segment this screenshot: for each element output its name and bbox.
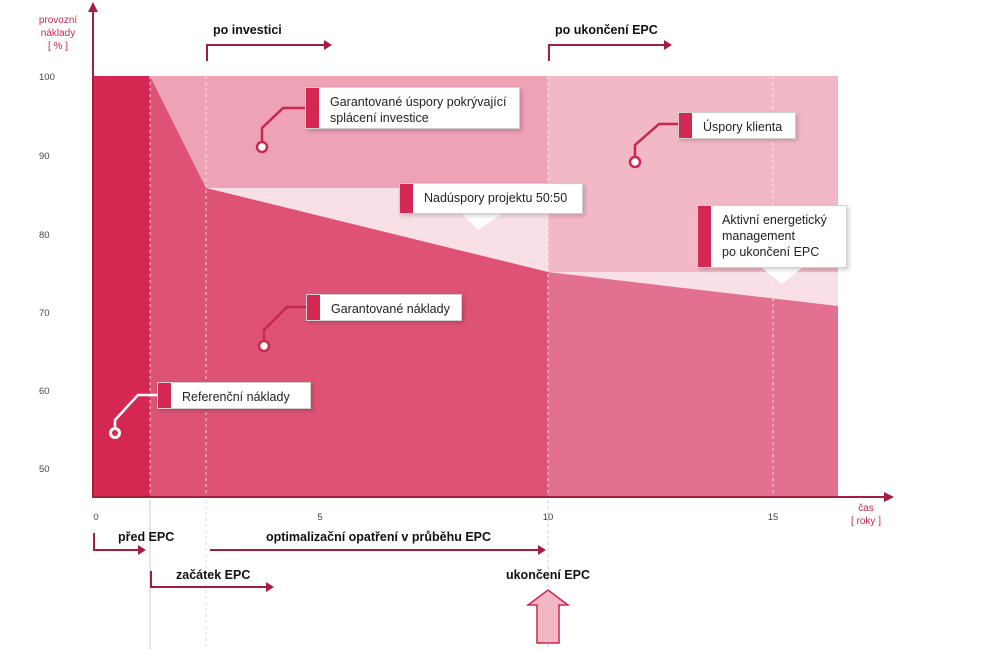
callout-marker: [158, 383, 171, 408]
arrow-po-ukonceni: [548, 44, 666, 61]
callout-text: Referenční náklady: [182, 390, 290, 404]
pointer-aktivni-em: [762, 268, 802, 284]
arrow-pred-epc-head: [138, 545, 146, 555]
phase-po-ukonceni: po ukončení EPC: [555, 23, 658, 37]
dot-referencni-naklady-inner: [112, 430, 118, 436]
y-tick-label: 80: [39, 230, 50, 241]
callout-text: Nadúspory projektu 50:50: [424, 191, 568, 205]
leader-garantovane-uspory: [260, 106, 306, 144]
callout-garantovane-naklady: Garantované náklady: [306, 294, 462, 321]
arrow-pred-epc: [93, 533, 140, 551]
callout-text: Aktivní energetický management po ukonče…: [722, 213, 827, 259]
pointer-naduspory: [462, 214, 502, 230]
y-axis-title-3: [ % ]: [48, 41, 68, 52]
callout-marker: [698, 206, 711, 267]
x-axis-title-2: [ roky ]: [851, 516, 881, 527]
dot-garantovane-naklady: [257, 339, 271, 353]
arrow-po-investici: [206, 44, 326, 61]
x-axis-title-1: čas: [858, 503, 874, 514]
big-up-arrow: [525, 589, 571, 644]
callout-uspory-klienta: Úspory klienta: [678, 112, 796, 139]
callout-referencni-naklady: Referenční náklady: [157, 382, 311, 409]
y-tick-label: 70: [39, 308, 50, 319]
callout-text: Garantované náklady: [331, 302, 450, 316]
dot-uspory-klienta: [628, 155, 642, 169]
callout-marker: [400, 184, 413, 213]
arrow-optimalizace-head: [538, 545, 546, 555]
callout-naduspory: Nadúspory projektu 50:50: [399, 183, 583, 214]
x-tick-label: 0: [93, 512, 98, 523]
arrow-po-investici-head: [324, 40, 332, 50]
callout-text: Úspory klienta: [703, 120, 783, 134]
y-axis-title-1: provozní: [39, 15, 78, 26]
dot-garantovane-uspory: [255, 140, 269, 154]
y-axis-arrow: [88, 2, 98, 12]
area-referencni-naklady: [93, 76, 150, 496]
x-tick-label: 5: [317, 512, 322, 523]
leader-uspory-klienta: [633, 122, 679, 158]
arrow-po-ukonceni-head: [664, 40, 672, 50]
callout-text: Garantované úspory pokrývající splácení …: [330, 95, 507, 125]
y-tick-label: 100: [39, 72, 55, 83]
callout-marker: [307, 295, 320, 320]
arrow-zacatek-epc: [150, 571, 268, 588]
y-tick-label: 90: [39, 151, 50, 162]
phase-optimalizace: optimalizační opatření v průběhu EPC: [266, 530, 491, 544]
callout-garantovane-uspory: Garantované úspory pokrývající splácení …: [305, 87, 520, 129]
area-post-costs: [548, 272, 838, 496]
phase-ukonceni-epc: ukončení EPC: [506, 568, 590, 582]
y-tick-label: 50: [39, 464, 50, 475]
y-axis-title-2: náklady: [41, 28, 75, 39]
x-tick-label: 15: [768, 512, 779, 523]
callout-marker: [679, 113, 692, 138]
callout-marker: [306, 88, 319, 128]
phase-zacatek-epc: začátek EPC: [176, 568, 250, 582]
x-tick-label: 10: [543, 512, 554, 523]
x-axis-arrow: [884, 492, 894, 502]
leader-garantovane-naklady: [262, 305, 307, 342]
y-tick-label: 60: [39, 386, 50, 397]
phase-po-investici: po investici: [213, 23, 282, 37]
leader-referencni-naklady: [113, 393, 158, 429]
phase-pred-epc: před EPC: [118, 530, 174, 544]
callout-aktivni-em: Aktivní energetický management po ukonče…: [697, 205, 847, 268]
arrow-zacatek-epc-head: [266, 582, 274, 592]
